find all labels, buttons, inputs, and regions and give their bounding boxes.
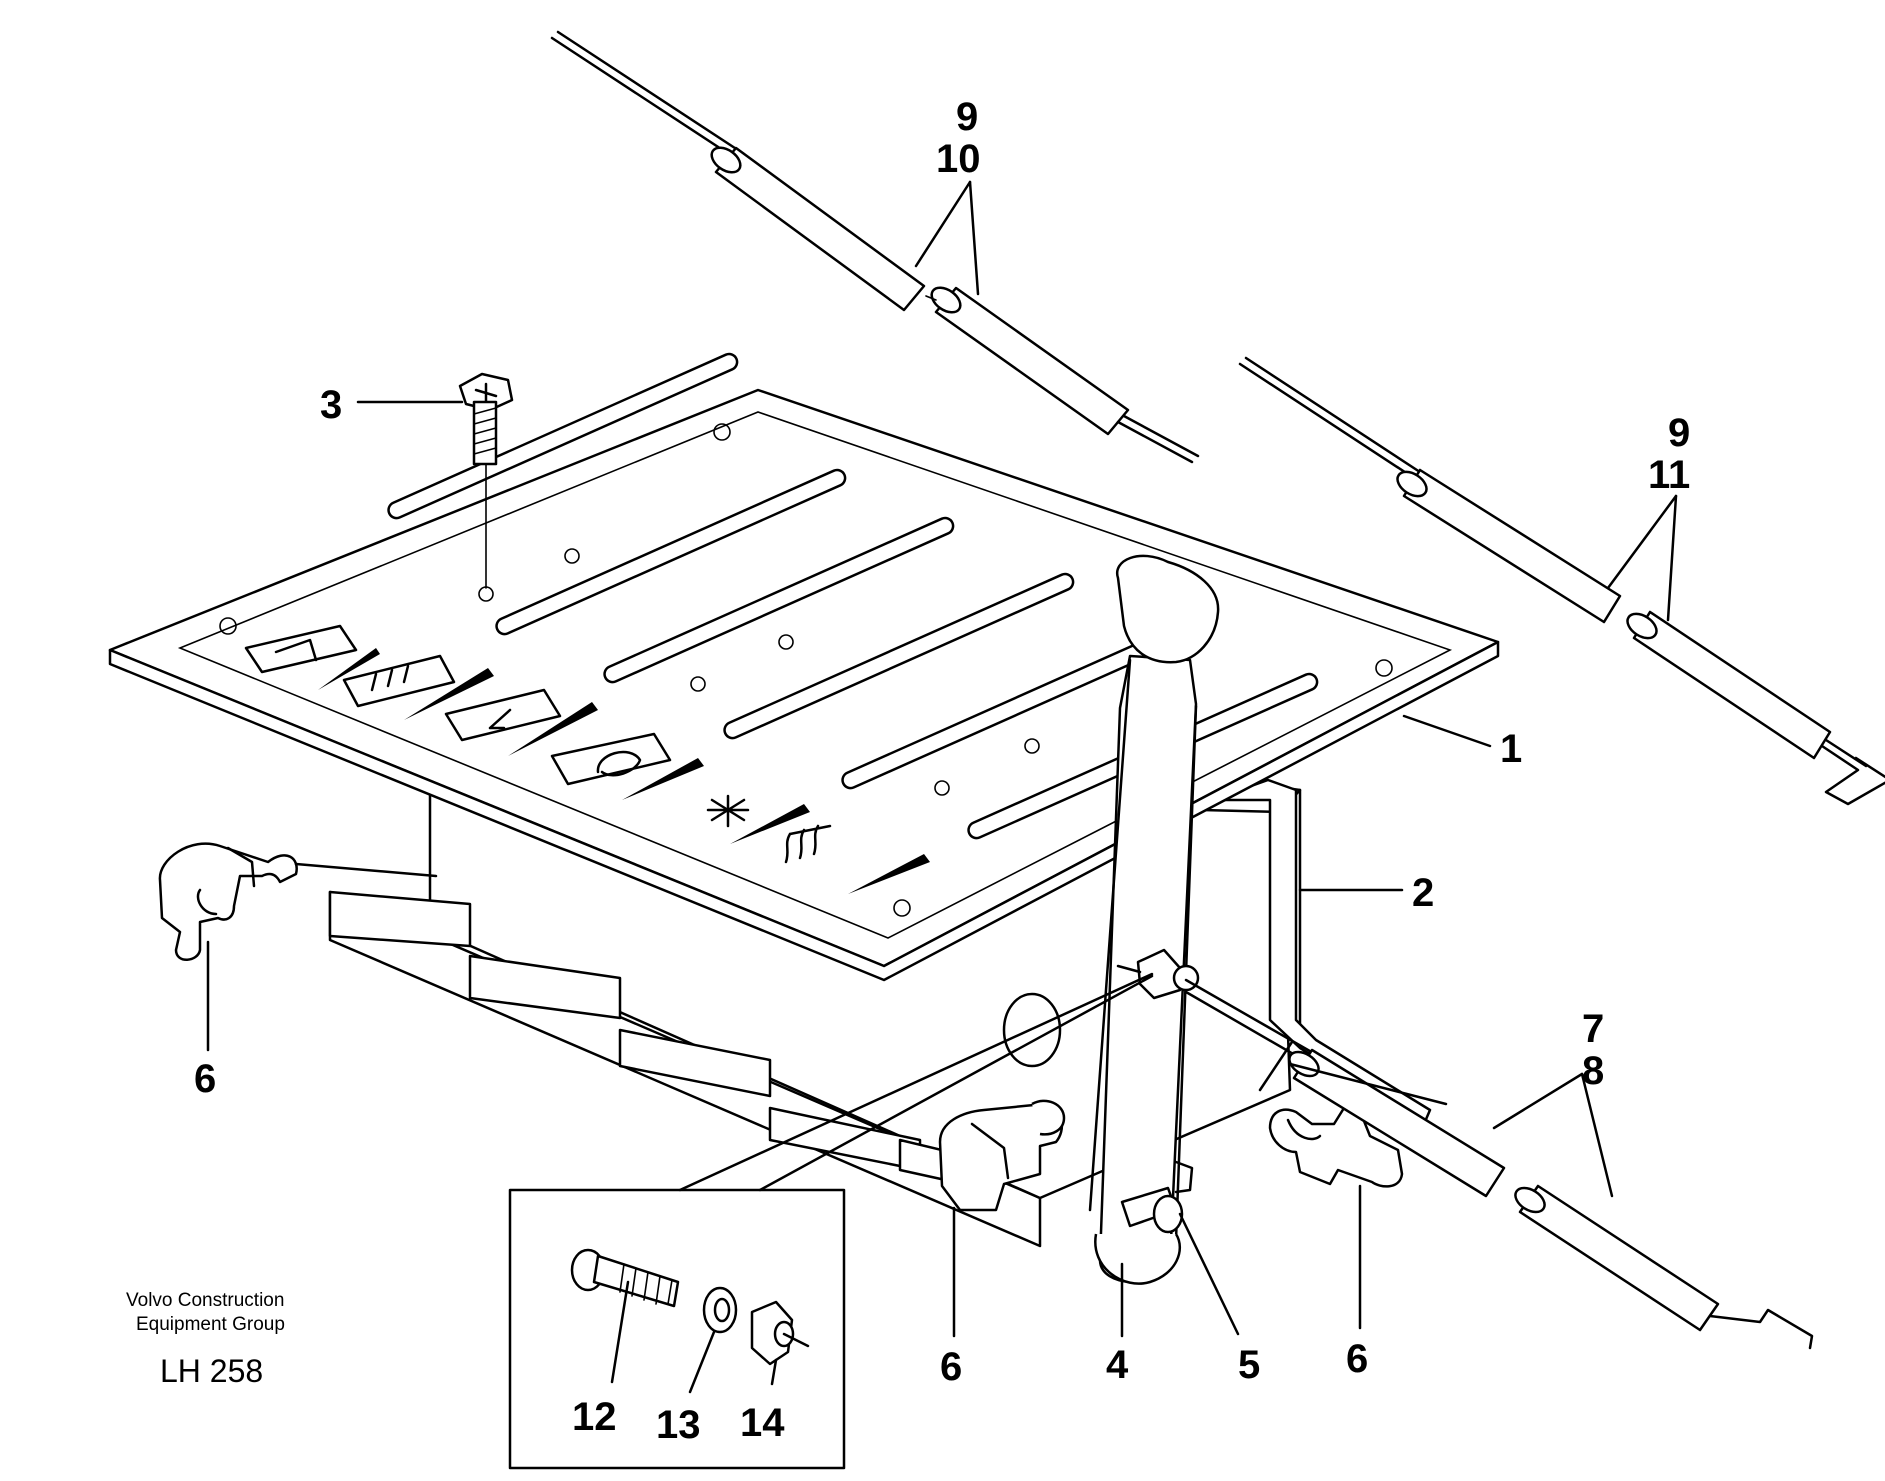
housing-box	[328, 778, 1302, 1248]
control-cable-upper	[550, 30, 1200, 464]
callout-7: 7	[1582, 1007, 1604, 1051]
screw	[458, 372, 514, 589]
callout-3: 3	[320, 383, 342, 427]
callout-13: 13	[656, 1403, 701, 1447]
control-cable-lower	[1184, 978, 1814, 1350]
cable-clip-center	[938, 1099, 1066, 1212]
arrow-right-icon	[244, 624, 380, 690]
leader-lines	[206, 180, 1678, 1394]
drawing-code: LH 258	[160, 1353, 263, 1389]
up-arrows-icon	[342, 654, 494, 720]
pivot-pin	[1120, 1160, 1194, 1234]
stud-detail	[570, 1248, 680, 1308]
heat-waves-icon	[784, 824, 930, 894]
callout-12: 12	[572, 1395, 617, 1439]
callout-9-upper: 9	[956, 95, 978, 139]
stud-nut-assembly	[1116, 948, 1200, 1000]
figure-caption: Volvo Construction Equipment Group LH 25…	[126, 1290, 285, 1389]
nut-detail	[750, 1300, 810, 1366]
caption-line-2: Equipment Group	[136, 1314, 285, 1335]
callout-6-left: 6	[194, 1057, 216, 1101]
cable-clip-left	[158, 842, 298, 961]
callout-6-right: 6	[1346, 1337, 1368, 1381]
callout-14: 14	[740, 1401, 785, 1445]
callout-4: 4	[1106, 1343, 1129, 1387]
cable-clip-right	[1268, 1106, 1404, 1188]
callout-8: 8	[1582, 1049, 1604, 1093]
down-arrow-icon	[444, 688, 598, 756]
callout-2: 2	[1412, 871, 1434, 915]
callout-6-center: 6	[940, 1345, 962, 1389]
caption-line-1: Volvo Construction	[126, 1290, 284, 1311]
callout-labels: 1 2 3 4 5 6 6 6 7 8 9 10 9 11 12 13 14	[194, 95, 1690, 1447]
washer-detail	[702, 1286, 738, 1334]
callout-11: 11	[1648, 453, 1690, 497]
control-cable-right	[1238, 356, 1885, 806]
detail-inset	[508, 972, 1154, 1470]
snowflake-icon	[706, 794, 810, 844]
callout-9-right: 9	[1668, 411, 1690, 455]
callout-10: 10	[936, 137, 981, 181]
callout-1: 1	[1500, 727, 1522, 771]
recirculation-icon	[550, 732, 704, 800]
callout-5: 5	[1238, 1343, 1260, 1387]
